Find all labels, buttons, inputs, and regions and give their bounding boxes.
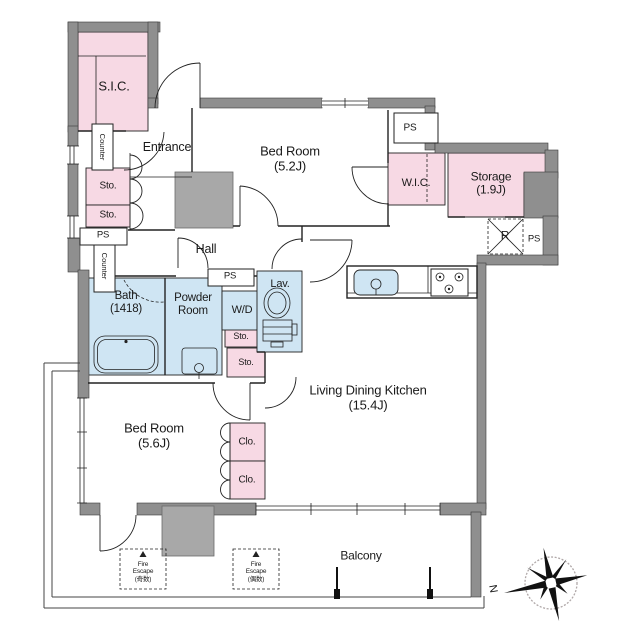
closet-2-label: Clo. [238, 474, 256, 486]
room-label-wic: W.I.C. [401, 176, 431, 189]
exterior-walls [67, 21, 559, 598]
room-label-hall: Hall [195, 242, 217, 256]
fire-escape-hatch-even [232, 548, 280, 590]
balcony-outline [43, 362, 485, 609]
room-label-storage: Storage (1.9J) [470, 169, 512, 197]
room-label-entrance: Entrance [142, 140, 192, 154]
ps-label-center: PS [223, 270, 237, 282]
interior-partitions [78, 108, 524, 384]
counter-label-top: Counter [98, 133, 108, 161]
bathtub [93, 335, 159, 374]
fire-escape-hatch-odd [119, 548, 167, 590]
doors [99, 62, 389, 552]
counter-box-top [91, 123, 114, 171]
structural-pillar-block [161, 505, 215, 557]
refrigerator-label: R [500, 228, 510, 243]
stove [430, 268, 469, 297]
room-label-bedroom-5-6: Bed Room (5.6J) [124, 420, 184, 450]
refrigerator-space [487, 218, 524, 255]
powder-room-fill [164, 277, 223, 376]
ps-box-center [207, 268, 255, 287]
washer-dryer-label: W/D [231, 303, 253, 316]
counter-label-middle: Counter [100, 252, 110, 280]
sto-center-2-label: Sto. [238, 356, 254, 367]
ps-box-left [79, 227, 128, 246]
wic-fill [387, 152, 446, 206]
kitchen-counter [346, 265, 478, 299]
room-label-sic: S.I.C. [98, 78, 130, 94]
room-label-balcony: Balcony [340, 548, 382, 563]
ps-label-top: PS [403, 122, 417, 134]
pipe-shaft-block [174, 171, 234, 229]
toilet [262, 287, 298, 348]
room-label-bath: Bath (1418) [109, 290, 143, 315]
room-label-powder-room: Powder Room [174, 292, 212, 317]
room-label-ldk: Living Dining Kitchen (15.4J) [309, 382, 427, 412]
ps-label-right: PS [527, 233, 541, 245]
sto-center-2-fill [226, 347, 266, 378]
room-label-lav: Lav. [270, 277, 290, 290]
room-label-bedroom-5-2: Bed Room (5.2J) [260, 143, 320, 173]
storage-left-1-fill [85, 167, 131, 206]
compass: N [488, 547, 588, 622]
compass-north-label: N [488, 584, 501, 594]
fire-escape-even-label: Fire Escape (偶数) [245, 560, 267, 583]
fire-escape-odd-label: Fire Escape (奇数) [132, 560, 154, 583]
closet-1-label: Clo. [238, 436, 256, 448]
powder-sink [181, 347, 218, 379]
ps-label-left: PS [96, 229, 110, 241]
storage-left-1-label: Sto. [99, 180, 117, 192]
lavatory-fill [256, 270, 303, 353]
ps-box-top [393, 112, 439, 144]
windows [67, 98, 441, 515]
balcony-partition-marks [334, 567, 433, 599]
sic-room-fill [77, 31, 149, 132]
sto-center-1-label: Sto. [233, 330, 249, 341]
storage-left-2-label: Sto. [99, 209, 117, 221]
